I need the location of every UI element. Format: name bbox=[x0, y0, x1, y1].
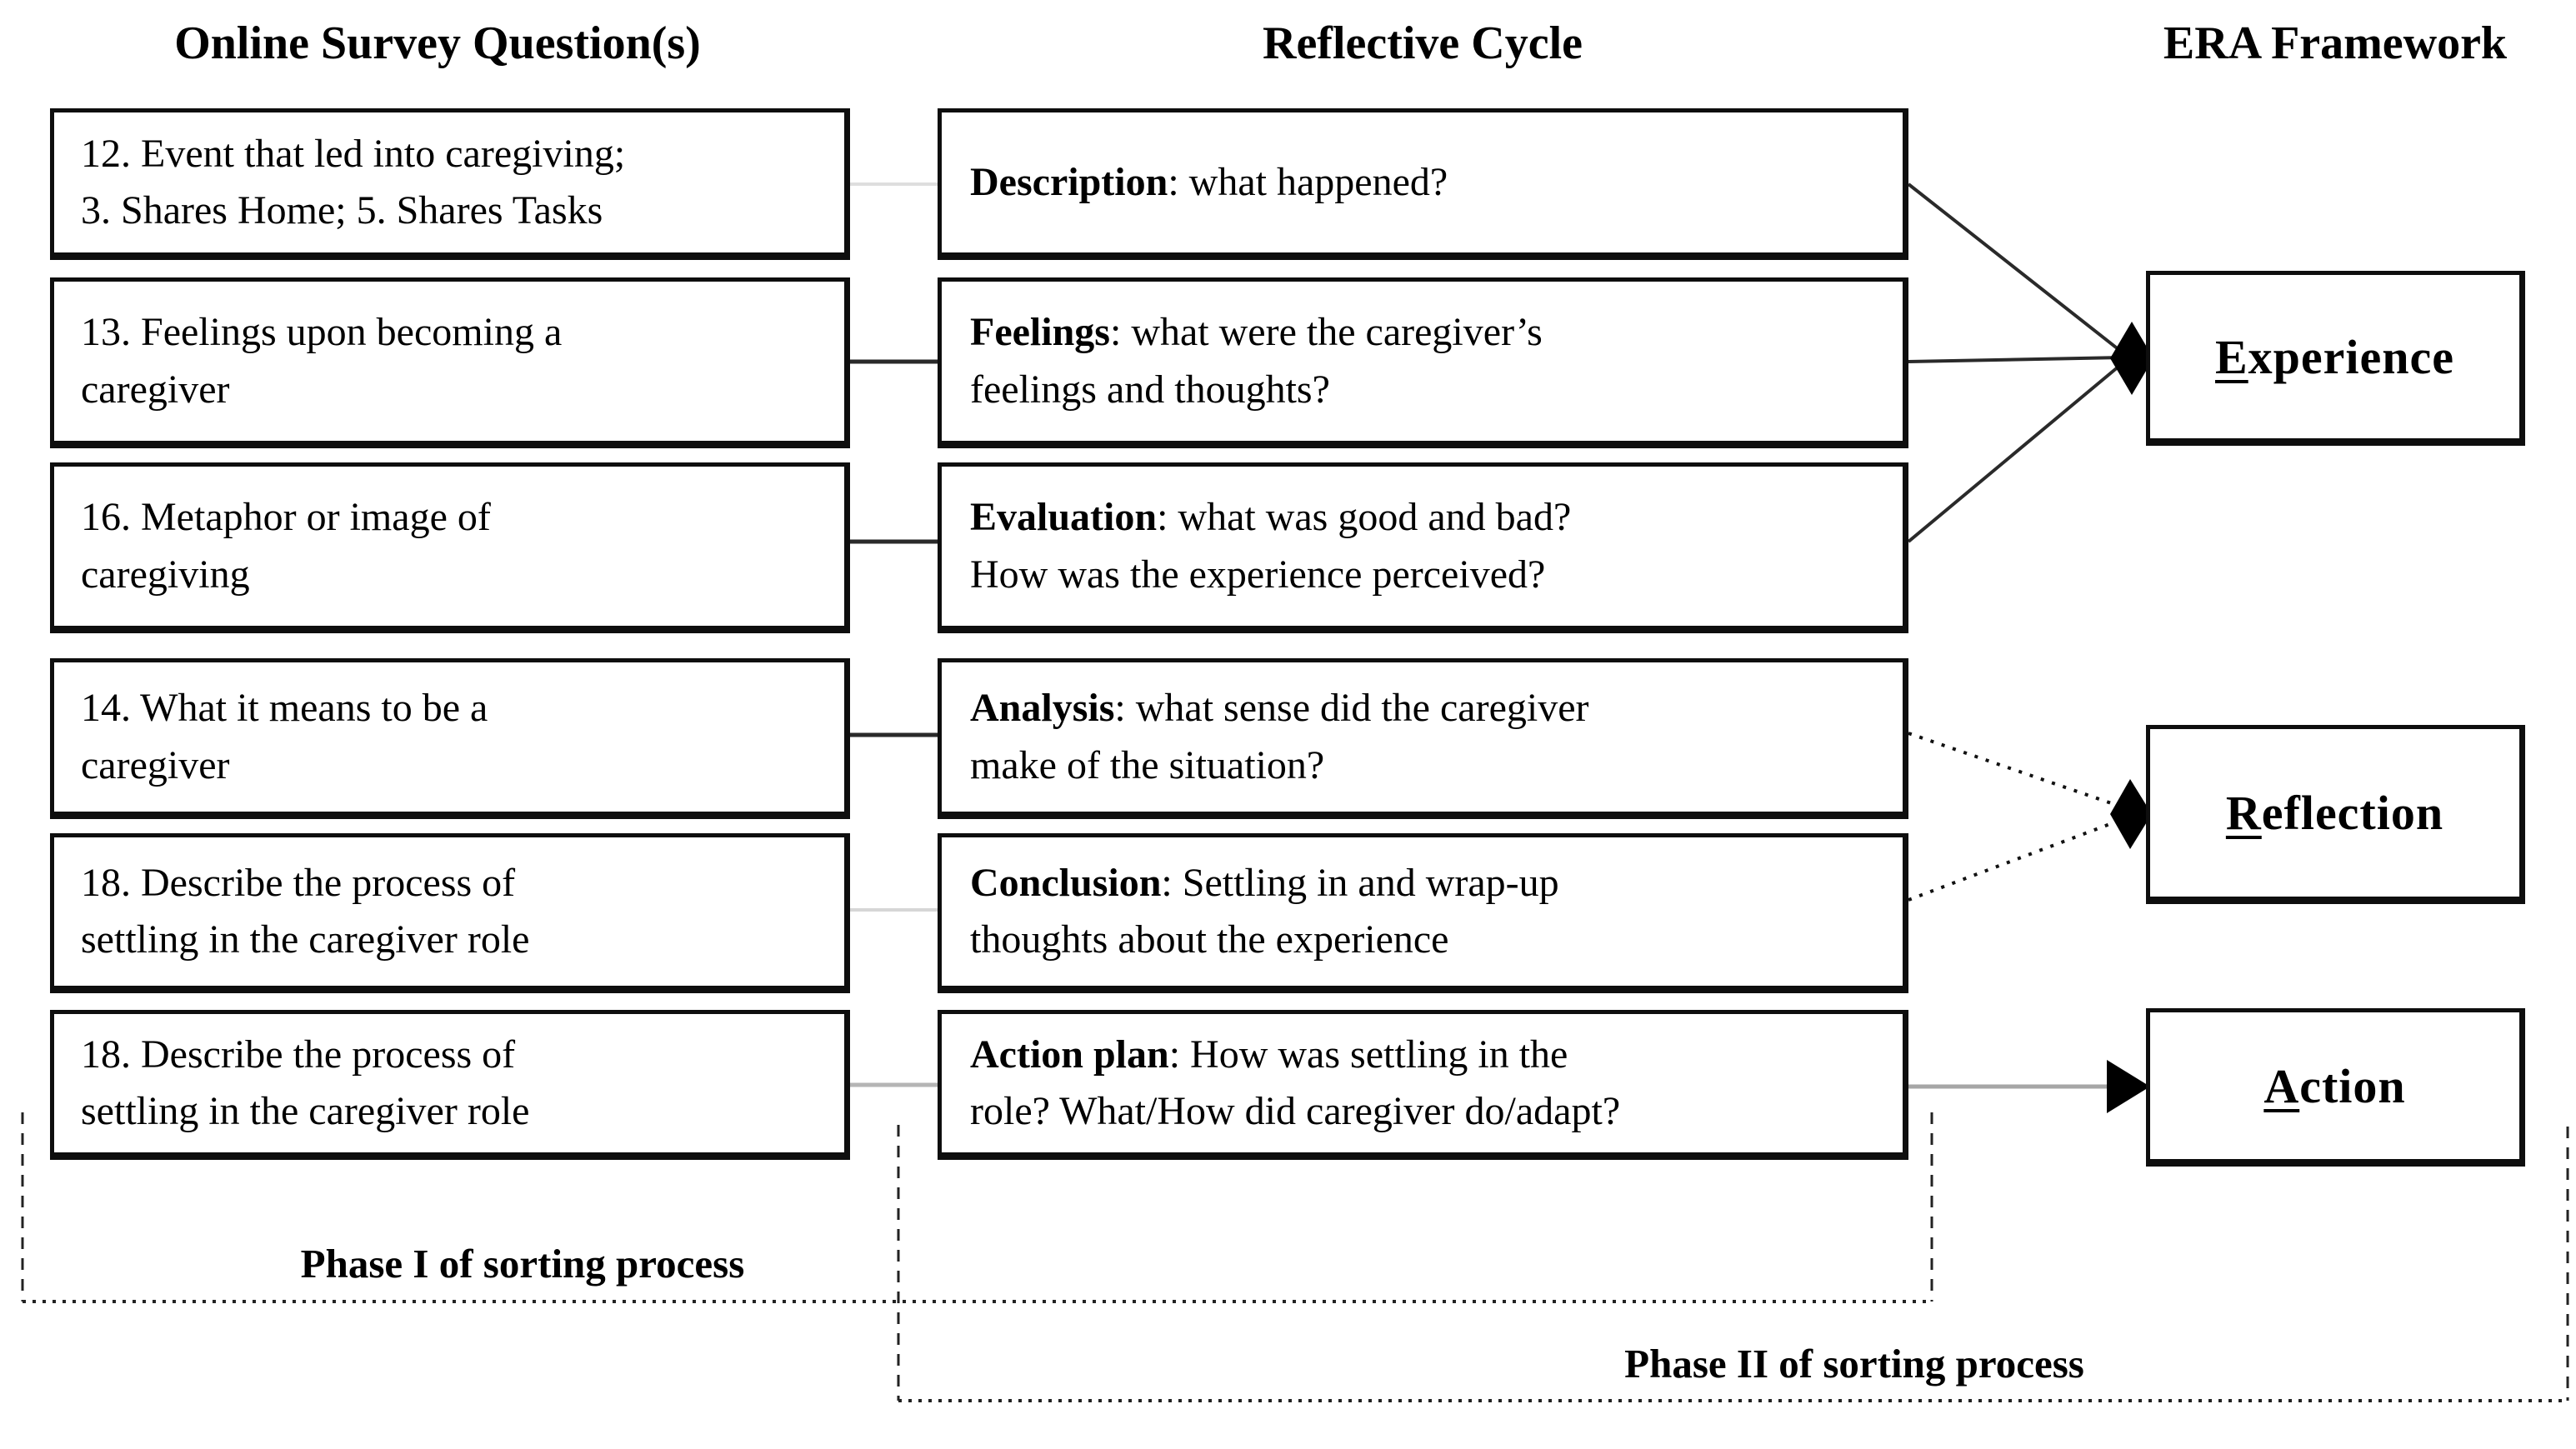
era-action-rest: ction bbox=[2299, 1058, 2406, 1113]
cycle-desc-feelings: : what were the caregiver’s feelings and… bbox=[970, 310, 1543, 412]
survey-box-q13-text: 13. Feelings upon becoming a caregiver bbox=[81, 310, 563, 412]
cycle-desc-analysis: : what sense did the caregiver make of t… bbox=[970, 686, 1589, 787]
survey-box-q14-text: 14. What it means to be a caregiver bbox=[81, 686, 488, 787]
era-box-reflection-label: Reflection bbox=[2226, 785, 2443, 841]
era-box-action-label: Action bbox=[2263, 1058, 2405, 1114]
cycle-desc-description: : what happened? bbox=[1168, 159, 1448, 204]
cycle-box-evaluation: Evaluation: what was good and bad? How w… bbox=[938, 462, 1908, 633]
cycle-term-action-plan: Action plan bbox=[970, 1032, 1169, 1077]
cycle-desc-evaluation: : what was good and bad? How was the exp… bbox=[970, 495, 1572, 597]
survey-box-q18-conclusion: 18. Describe the process of settling in … bbox=[50, 833, 850, 993]
cycle-term-evaluation: Evaluation bbox=[970, 495, 1158, 540]
cycle-box-conclusion: Conclusion: Settling in and wrap-up thou… bbox=[938, 833, 1908, 993]
cycle-box-description-text: Description: what happened? bbox=[970, 154, 1448, 211]
cycle-desc-conclusion: : Settling in and wrap-up thoughts about… bbox=[970, 860, 1559, 962]
cycle-box-description: Description: what happened? bbox=[938, 108, 1908, 260]
survey-box-q16: 16. Metaphor or image of caregiving bbox=[50, 462, 850, 633]
survey-box-q12-text: 12. Event that led into caregiving; 3. S… bbox=[81, 131, 626, 232]
arrow-analysis-to-reflection bbox=[1908, 732, 2122, 808]
cycle-box-analysis: Analysis: what sense did the caregiver m… bbox=[938, 658, 1908, 819]
cycle-box-evaluation-text: Evaluation: what was good and bad? How w… bbox=[970, 489, 1571, 602]
survey-box-q14: 14. What it means to be a caregiver bbox=[50, 658, 850, 819]
experience-arrowhead bbox=[2110, 322, 2153, 395]
cycle-box-feelings: Feelings: what were the caregiver’s feel… bbox=[938, 277, 1908, 448]
reflection-arrowhead bbox=[2110, 779, 2152, 849]
era-box-action: Action bbox=[2146, 1008, 2525, 1167]
cycle-box-analysis-text: Analysis: what sense did the caregiver m… bbox=[970, 680, 1589, 793]
era-experience-rest: xperience bbox=[2248, 329, 2455, 384]
cycle-desc-action-plan: : How was settling in the role? What/How… bbox=[970, 1032, 1621, 1133]
era-box-experience-label: Experience bbox=[2215, 329, 2454, 385]
arrow-feelings-to-experience bbox=[1908, 356, 2124, 363]
era-experience-initial: E bbox=[2214, 329, 2248, 384]
survey-box-q13: 13. Feelings upon becoming a caregiver bbox=[50, 277, 850, 448]
era-box-reflection: Reflection bbox=[2146, 725, 2525, 904]
action-arrowhead bbox=[2107, 1060, 2150, 1113]
cycle-box-action-plan-text: Action plan: How was settling in the rol… bbox=[970, 1027, 1620, 1140]
era-reflection-initial: R bbox=[2225, 786, 2262, 840]
cycle-box-feelings-text: Feelings: what were the caregiver’s feel… bbox=[970, 304, 1543, 417]
survey-box-q18-conclusion-text: 18. Describe the process of settling in … bbox=[81, 860, 530, 962]
cycle-term-description: Description bbox=[970, 159, 1168, 204]
cycle-term-conclusion: Conclusion bbox=[970, 860, 1162, 905]
era-action-initial: A bbox=[2263, 1058, 2300, 1113]
column-header-era-framework: ERA Framework bbox=[2163, 17, 2508, 69]
cycle-term-feelings: Feelings bbox=[970, 310, 1110, 355]
column-header-reflective-cycle: Reflective Cycle bbox=[1263, 17, 1583, 69]
phase2-label: Phase II of sorting process bbox=[1624, 1341, 2084, 1387]
arrow-evaluation-to-experience bbox=[1907, 361, 2125, 543]
survey-box-q12: 12. Event that led into caregiving; 3. S… bbox=[50, 108, 850, 260]
arrow-description-to-experience bbox=[1907, 182, 2125, 355]
era-reflection-rest: eflection bbox=[2261, 786, 2444, 840]
cycle-box-conclusion-text: Conclusion: Settling in and wrap-up thou… bbox=[970, 855, 1559, 968]
column-header-survey-questions: Online Survey Question(s) bbox=[174, 17, 701, 69]
era-box-experience: Experience bbox=[2146, 271, 2525, 446]
survey-box-q18-action-text: 18. Describe the process of settling in … bbox=[81, 1032, 530, 1133]
arrow-conclusion-to-reflection bbox=[1908, 818, 2122, 902]
phase1-label: Phase I of sorting process bbox=[300, 1241, 745, 1287]
survey-box-q16-text: 16. Metaphor or image of caregiving bbox=[81, 495, 491, 597]
cycle-term-analysis: Analysis bbox=[970, 686, 1115, 731]
cycle-box-action-plan: Action plan: How was settling in the rol… bbox=[938, 1010, 1908, 1160]
survey-box-q18-action: 18. Describe the process of settling in … bbox=[50, 1010, 850, 1160]
